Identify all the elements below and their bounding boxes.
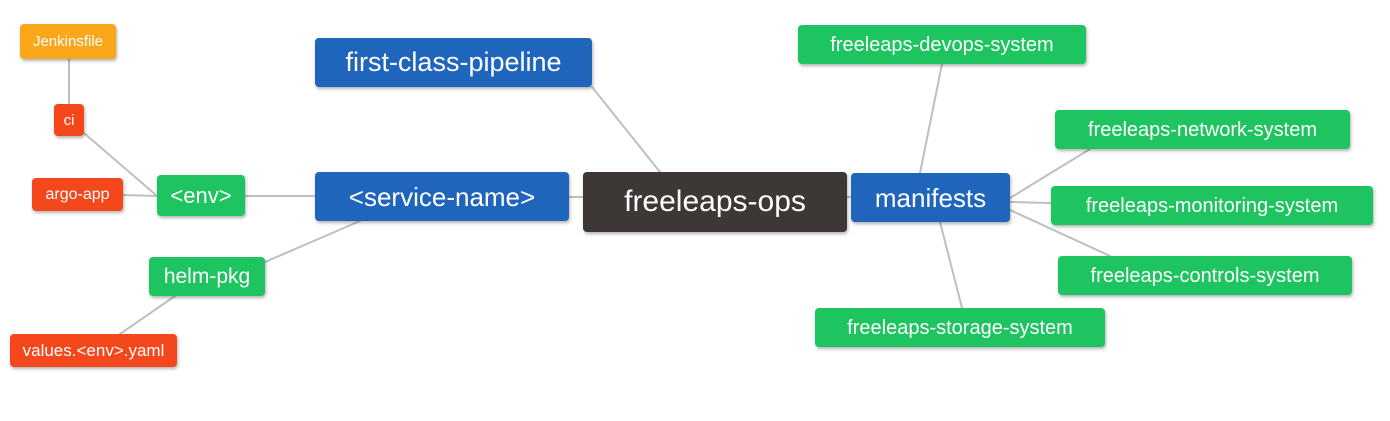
mindmap-node-label: first-class-pipeline — [345, 47, 562, 77]
mindmap-node-label: freeleaps-controls-system — [1090, 264, 1320, 287]
mindmap-node-values-env-yaml[interactable]: values.<env>.yaml — [10, 334, 177, 367]
mindmap-node-freeleaps-monitoring-system[interactable]: freeleaps-monitoring-system — [1051, 186, 1373, 225]
mindmap-node-label: Jenkinsfile — [32, 33, 104, 50]
mindmap-node-label: freeleaps-devops-system — [830, 33, 1054, 56]
mindmap-node-label: freeleaps-ops — [624, 185, 806, 218]
edge-values-env-yaml-to-helm-pkg — [119, 295, 176, 335]
edge-manifests-to-freeleaps-devops-system — [919, 63, 943, 174]
mindmap-node-ci[interactable]: ci — [54, 104, 84, 136]
mindmap-node-label: helm-pkg — [163, 265, 251, 288]
mindmap-node-first-class-pipeline[interactable]: first-class-pipeline — [315, 38, 592, 87]
edge-manifests-to-freeleaps-storage-system — [939, 221, 963, 309]
mindmap-node-label: <service-name> — [348, 181, 536, 212]
mindmap-node-env[interactable]: <env> — [157, 175, 245, 216]
edge-helm-pkg-to-service-name — [264, 220, 361, 263]
mindmap-node-service-name[interactable]: <service-name> — [315, 172, 569, 221]
edge-argo-app-to-env — [122, 194, 158, 197]
edge-manifests-to-freeleaps-monitoring-system — [1009, 201, 1052, 204]
mindmap-node-label: manifests — [874, 182, 987, 213]
mindmap-node-label: freeleaps-network-system — [1088, 118, 1317, 141]
mindmap-node-helm-pkg[interactable]: helm-pkg — [149, 257, 265, 296]
mindmap-node-freeleaps-ops[interactable]: freeleaps-ops — [583, 172, 847, 232]
mindmap-node-label: freeleaps-monitoring-system — [1085, 194, 1339, 217]
mindmap-node-jenkinsfile[interactable]: Jenkinsfile — [20, 24, 116, 59]
mindmap-node-label: ci — [63, 111, 75, 129]
edge-first-class-pipeline-to-freeleaps-ops — [591, 86, 661, 173]
mindmap-node-label: values.<env>.yaml — [22, 341, 165, 360]
mindmap-node-freeleaps-network-system[interactable]: freeleaps-network-system — [1055, 110, 1350, 149]
mindmap-node-label: argo-app — [45, 185, 110, 203]
mindmap-node-label: <env> — [170, 182, 232, 208]
mindmap-node-manifests[interactable]: manifests — [851, 173, 1010, 222]
mindmap-node-freeleaps-controls-system[interactable]: freeleaps-controls-system — [1058, 256, 1352, 295]
mindmap-node-argo-app[interactable]: argo-app — [32, 178, 123, 211]
mindmap-node-freeleaps-devops-system[interactable]: freeleaps-devops-system — [798, 25, 1086, 64]
mindmap-node-label: freeleaps-storage-system — [847, 316, 1073, 339]
mindmap-node-freeleaps-storage-system[interactable]: freeleaps-storage-system — [815, 308, 1105, 347]
